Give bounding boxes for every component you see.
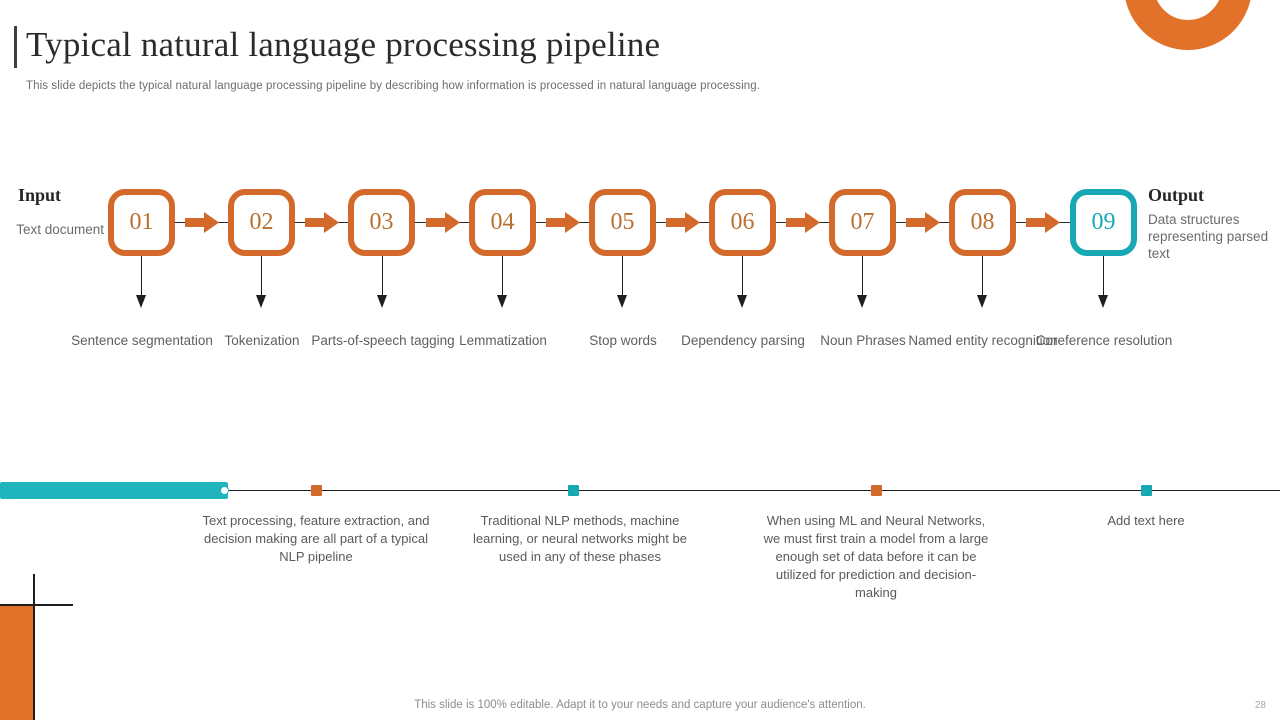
timeline-text-1: Text processing, feature extraction, and…: [202, 513, 430, 564]
decorative-vertical-line: [33, 574, 35, 720]
output-heading: Output: [1148, 185, 1205, 205]
timeline-axis: [224, 490, 1280, 492]
timeline-text-3: When using ML and Neural Networks, we mu…: [763, 513, 989, 600]
arrow-down-icon-4: [497, 256, 508, 308]
pipeline-node-09[interactable]: 09: [1070, 189, 1137, 256]
page-title: Typical natural language processing pipe…: [26, 25, 661, 64]
arrow-down-icon-2: [256, 256, 267, 308]
arrow-down-icon-3: [377, 256, 388, 308]
output-description: Data structures representing parsed text: [1148, 212, 1269, 261]
pipeline-node-07[interactable]: 07: [829, 189, 896, 256]
timeline-progress-bar: [0, 482, 228, 499]
step-label-06: Dependency parsing: [681, 333, 805, 348]
page-subtitle: This slide depicts the typical natural l…: [26, 80, 761, 92]
timeline-text-2: Traditional NLP methods, machine learnin…: [473, 513, 687, 564]
pipeline-node-03[interactable]: 03: [348, 189, 415, 256]
step-label-03: Parts-of-speech tagging: [311, 333, 455, 348]
arrow-down-icon-1: [136, 256, 147, 308]
decorative-orange-block: [0, 606, 34, 720]
arrow-down-icon-9: [1098, 256, 1109, 308]
arrow-down-icon-6: [737, 256, 748, 308]
pipeline-node-06[interactable]: 06: [709, 189, 776, 256]
step-label-02: Tokenization: [224, 333, 300, 348]
pipeline-node-08[interactable]: 08: [949, 189, 1016, 256]
page-number: 28: [1254, 700, 1266, 711]
timeline-marker-4[interactable]: [871, 485, 882, 496]
step-label-09: Coreference resolution: [1035, 333, 1173, 348]
arrow-right-icon-3: [426, 212, 460, 233]
timeline-marker-2[interactable]: [311, 485, 322, 496]
arrow-down-icon-5: [617, 256, 628, 308]
timeline-marker-1[interactable]: [220, 486, 229, 495]
pipeline-node-05[interactable]: 05: [589, 189, 656, 256]
arrow-right-icon-8: [1026, 212, 1060, 233]
pipeline-node-02[interactable]: 02: [228, 189, 295, 256]
pipeline-diagram: Input Text document 01 02 03 04 05 06 07…: [16, 185, 1269, 348]
input-description: Text document: [16, 222, 104, 237]
arrow-right-icon-7: [906, 212, 940, 233]
step-label-01: Sentence segmentation: [71, 333, 213, 348]
step-label-08: Named entity recognition: [908, 333, 1058, 348]
arrow-down-icon-7: [857, 256, 868, 308]
step-label-04: Lemmatization: [459, 333, 547, 348]
input-heading: Input: [18, 185, 62, 205]
arrow-down-icon-8: [977, 256, 988, 308]
timeline-marker-5[interactable]: [1141, 485, 1152, 496]
arrow-right-icon-5: [666, 212, 700, 233]
arrow-right-icon-4: [546, 212, 580, 233]
step-label-07: Noun Phrases: [820, 333, 906, 348]
step-label-05: Stop words: [589, 333, 657, 348]
pipeline-node-04[interactable]: 04: [469, 189, 536, 256]
arrow-right-icon-1: [185, 212, 219, 233]
title-accent-rule: [14, 26, 17, 68]
pipeline-node-01[interactable]: 01: [108, 189, 175, 256]
footer-note: This slide is 100% editable. Adapt it to…: [414, 699, 866, 711]
timeline-marker-3[interactable]: [568, 485, 579, 496]
timeline-text-4: Add text here: [1107, 513, 1185, 528]
arrow-right-icon-2: [305, 212, 339, 233]
decorative-horizontal-line: [0, 604, 73, 606]
arrow-right-icon-6: [786, 212, 820, 233]
